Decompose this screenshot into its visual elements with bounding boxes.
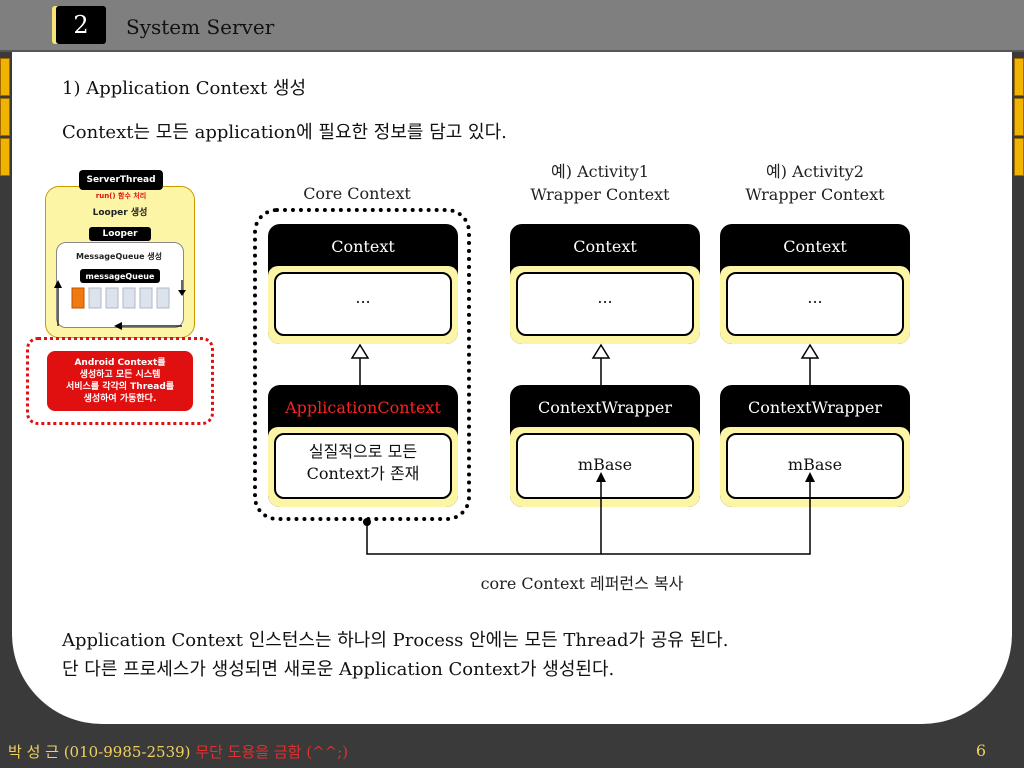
- context-box-wrapper1: Context ...: [510, 224, 700, 344]
- wrapper1-label-1: 예) Activity1: [551, 162, 649, 181]
- context-box-wrapper2: Context ...: [720, 224, 910, 344]
- context-wrapper-box-2: ContextWrapper mBase: [720, 385, 910, 507]
- top-bar: [0, 0, 1024, 52]
- bottom-text-line-2: 단 다른 프로세스가 생성되면 새로운 Application Context가…: [62, 659, 615, 680]
- context-box-wrapper1-title: Context: [573, 236, 637, 256]
- core-context-label: Core Context: [303, 184, 411, 203]
- footer-author: 박 성 근 (010-9985-2539): [8, 743, 191, 761]
- intro-text: Context는 모든 application에 필요한 정보를 담고 있다.: [62, 122, 507, 143]
- footer-credit: 박 성 근 (010-9985-2539) 무단 도용을 금함 (^^;): [8, 741, 348, 762]
- context-box-wrapper2-title: Context: [783, 236, 847, 256]
- context-box-wrapper2-body: ...: [726, 272, 904, 336]
- mini-looper: Looper: [89, 227, 151, 241]
- application-context-title: ApplicationContext: [285, 397, 441, 417]
- mini-queue-graphic: [54, 280, 186, 330]
- red-dotted-frame: [26, 337, 214, 425]
- mini-server-thread: ServerThread: [79, 170, 163, 190]
- right-tab-2: [1014, 98, 1024, 136]
- application-context-body: 실질적으로 모든 Context가 존재: [274, 433, 452, 499]
- slide-number-badge: 2: [56, 6, 106, 44]
- context-box-wrapper1-body: ...: [516, 272, 694, 336]
- context-wrapper-2-title: ContextWrapper: [747, 397, 883, 417]
- left-tab-1: [0, 58, 10, 96]
- context-wrapper-box-1: ContextWrapper mBase: [510, 385, 700, 507]
- mini-looper-create: Looper 생성: [92, 208, 148, 218]
- section-heading: 1) Application Context 생성: [62, 78, 307, 99]
- mini-run-note: run() 함수 처리: [95, 192, 147, 200]
- left-tab-2: [0, 98, 10, 136]
- bottom-text-line-1: Application Context 인스턴스는 하나의 Process 안에…: [62, 630, 729, 651]
- right-tab-1: [1014, 58, 1024, 96]
- context-wrapper-1-body: mBase: [516, 433, 694, 499]
- mini-note: Android Context를 생성하고 모든 시스템 서비스를 각각의 Th…: [47, 351, 193, 411]
- context-box-core: Context ...: [268, 224, 458, 344]
- context-box-core-title: Context: [331, 236, 395, 256]
- mini-looper-panel: [56, 242, 184, 328]
- context-wrapper-2-body: mBase: [726, 433, 904, 499]
- page-number: 6: [975, 741, 986, 760]
- mini-message-queue: messageQueue: [80, 269, 160, 283]
- footer-warning: 무단 도용을 금함 (^^;): [195, 743, 349, 761]
- context-box-core-body: ...: [274, 272, 452, 336]
- mini-mq-create: MessageQueue 생성: [75, 252, 162, 261]
- wrapper2-label-1: 예) Activity2: [766, 162, 864, 181]
- wrapper1-label-2: Wrapper Context: [530, 185, 670, 204]
- application-context-box: ApplicationContext 실질적으로 모든 Context가 존재: [268, 385, 458, 507]
- copy-reference-label: core Context 레퍼런스 복사: [480, 574, 684, 593]
- slide-title: System Server: [126, 15, 275, 39]
- left-tab-3: [0, 138, 10, 176]
- right-tab-3: [1014, 138, 1024, 176]
- wrapper2-label-2: Wrapper Context: [745, 185, 885, 204]
- core-context-frame: [253, 208, 471, 521]
- context-wrapper-1-title: ContextWrapper: [537, 397, 673, 417]
